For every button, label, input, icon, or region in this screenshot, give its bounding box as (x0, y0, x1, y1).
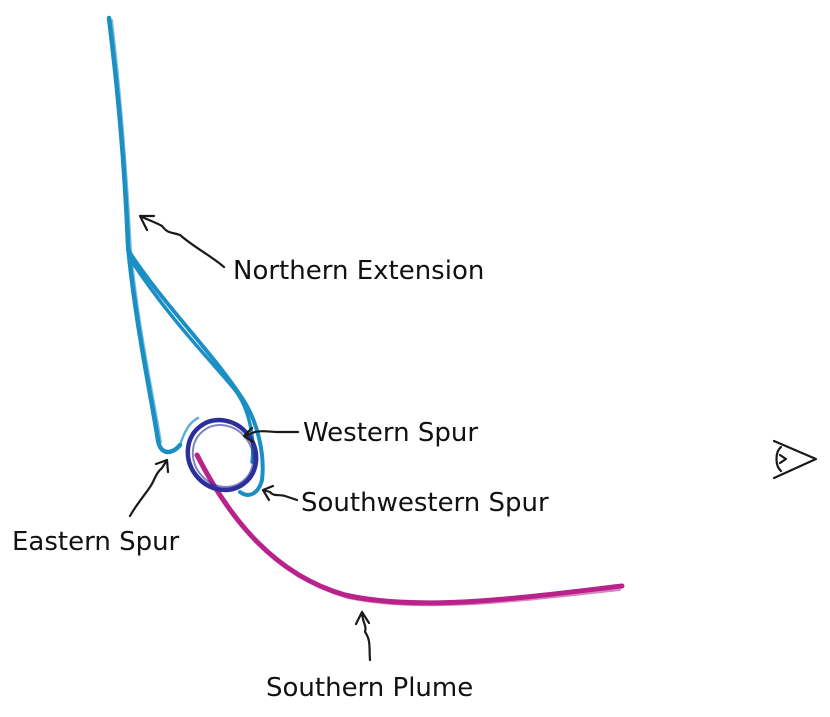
western-spur-arrow (242, 426, 300, 444)
eastern-spur-arrow (128, 458, 170, 518)
southwestern-spur-arrow (261, 484, 299, 502)
eastern-spur-label: Eastern Spur (12, 527, 180, 557)
southern-plume-label: Southern Plume (266, 673, 473, 703)
southern-plume-stream-shadow (199, 459, 621, 607)
southern-plume-arrow (354, 610, 372, 662)
western-spur-label: Western Spur (303, 418, 478, 448)
eye-icon (772, 439, 818, 480)
northern-extension-label: Northern Extension (233, 256, 484, 286)
northern-extension-arrow (138, 214, 226, 269)
southwestern-spur-label: Southwestern Spur (301, 488, 549, 518)
northern-extension-stream (106, 15, 265, 497)
